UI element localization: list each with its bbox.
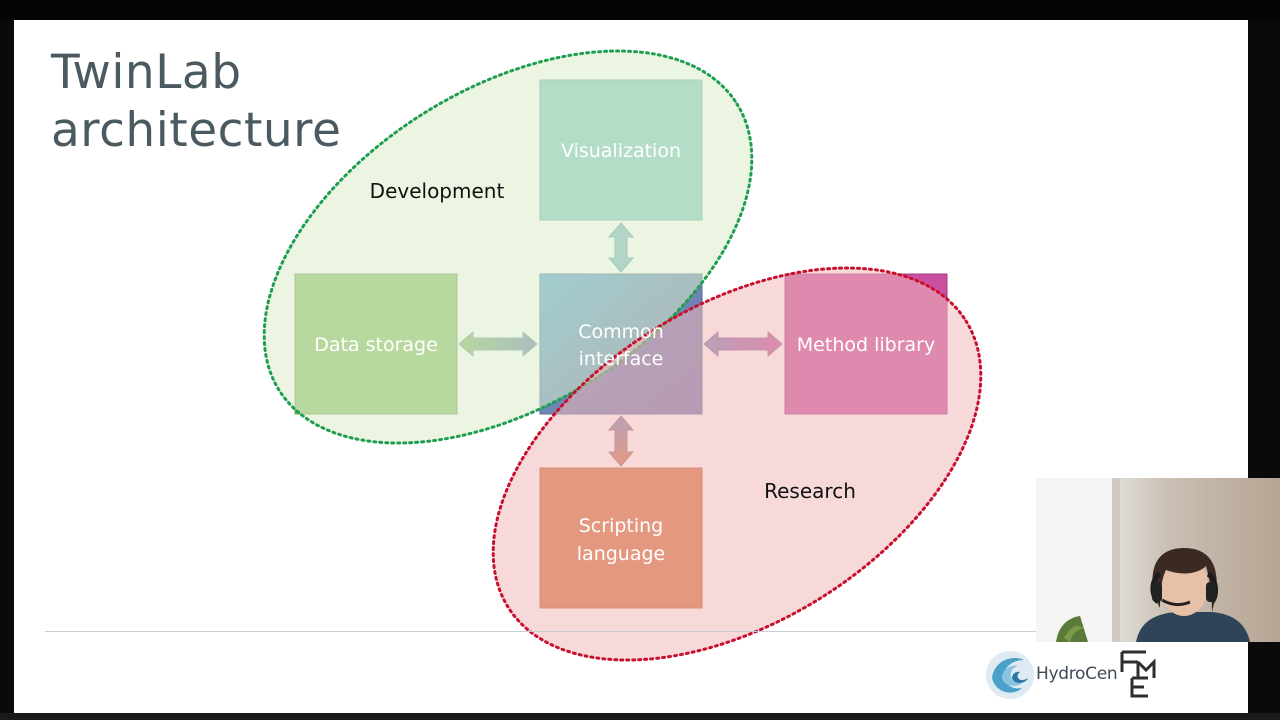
webcam-presenter-icon — [1056, 548, 1250, 642]
webcam-overlay — [1036, 478, 1280, 642]
webcam-background-frame — [1112, 478, 1120, 642]
label-data-storage: Data storage — [314, 334, 438, 356]
presentation-slide: TwinLab architecture — [14, 20, 1248, 713]
label-common-interface-1: Common — [578, 321, 664, 343]
label-scripting-language-1: Scripting — [579, 515, 664, 537]
architecture-diagram: Visualization Data storage Common interf… — [262, 49, 983, 662]
hydrocen-logo-text: HydroCen — [1036, 664, 1118, 684]
label-group-development: Development — [370, 179, 505, 203]
group-research-ellipse — [491, 266, 983, 662]
top-black-bar — [0, 0, 1280, 20]
label-scripting-language-2: language — [577, 543, 665, 565]
footer-divider — [45, 631, 1055, 632]
title-line-2: architecture — [51, 103, 342, 158]
label-group-research: Research — [764, 479, 856, 503]
fme-logo-icon — [1120, 650, 1156, 698]
label-common-interface-2: interface — [579, 348, 664, 370]
bottom-black-bar — [0, 713, 1280, 720]
hydrocen-logo-icon — [986, 651, 1034, 699]
label-visualization: Visualization — [561, 140, 681, 162]
label-method-library: Method library — [797, 334, 935, 356]
slide-title: TwinLab architecture — [51, 44, 341, 160]
webcam-background-window — [1036, 478, 1114, 642]
title-line-1: TwinLab — [51, 45, 242, 100]
